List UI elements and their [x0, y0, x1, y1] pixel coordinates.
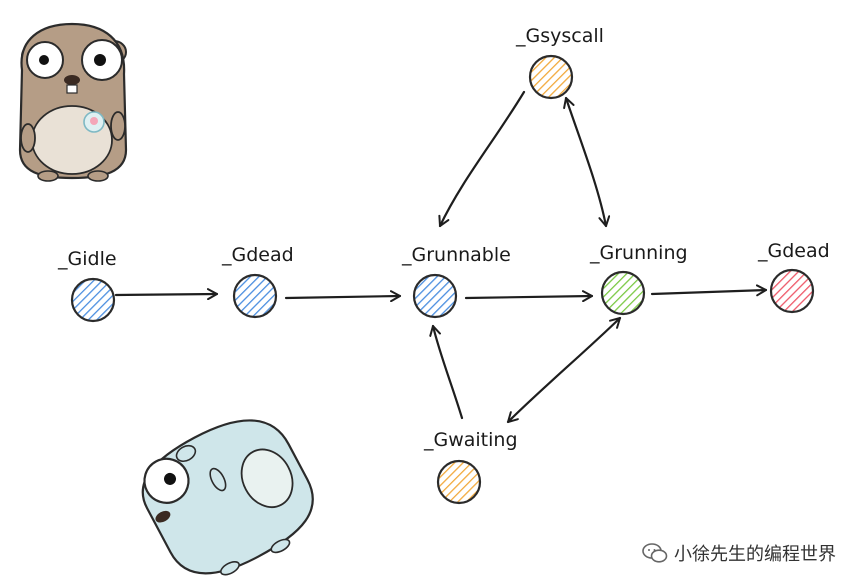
- state-circle: [412, 273, 458, 319]
- state-label: _Grunnable: [401, 244, 511, 266]
- state-label: _Gwaiting: [423, 429, 518, 451]
- edge-gidle-to-gdead: [114, 288, 219, 301]
- edge-gdead-to-grunnable: [284, 290, 402, 303]
- edge-grunnable-to-grunning: [464, 290, 594, 303]
- state-label: _Gdead: [757, 240, 830, 262]
- state-circle: [600, 270, 646, 316]
- state-node-gdead-right: _Gdead: [757, 240, 830, 314]
- brown-gopher-mascot: [18, 22, 128, 182]
- state-circle: [528, 54, 574, 100]
- state-node-gsyscall: _Gsyscall: [515, 25, 604, 100]
- state-node-gidle: _Gidle: [57, 248, 117, 323]
- transition-edges: [114, 90, 768, 424]
- edge-grunning-to-gdead: [650, 284, 768, 297]
- state-node-grunning: _Grunning: [589, 242, 688, 316]
- wechat-icon: [642, 543, 668, 563]
- state-node-gwaiting: _Gwaiting: [423, 429, 518, 505]
- watermark-text: 小徐先生的编程世界: [674, 544, 836, 565]
- state-circle: [436, 459, 482, 505]
- state-label: _Gdead: [221, 244, 294, 266]
- watermark: 小徐先生的编程世界: [642, 540, 836, 566]
- state-label: _Gsyscall: [515, 25, 604, 47]
- blue-gopher-mascot: [141, 419, 314, 576]
- state-label: _Gidle: [57, 248, 117, 270]
- state-circle: [70, 277, 116, 323]
- state-circle: [232, 273, 278, 319]
- state-circle: [769, 268, 815, 314]
- edge-gwaiting-to-grunnable: [429, 324, 464, 420]
- state-node-gdead-left: _Gdead: [221, 244, 294, 319]
- state-node-grunnable: _Grunnable: [401, 244, 511, 319]
- state-label: _Grunning: [589, 242, 688, 264]
- edge-gsyscall-grunning-bidirectional: [563, 96, 611, 228]
- edge-gsyscall-to-grunnable: [438, 90, 526, 228]
- edge-grunning-gwaiting-bidirectional: [506, 316, 622, 424]
